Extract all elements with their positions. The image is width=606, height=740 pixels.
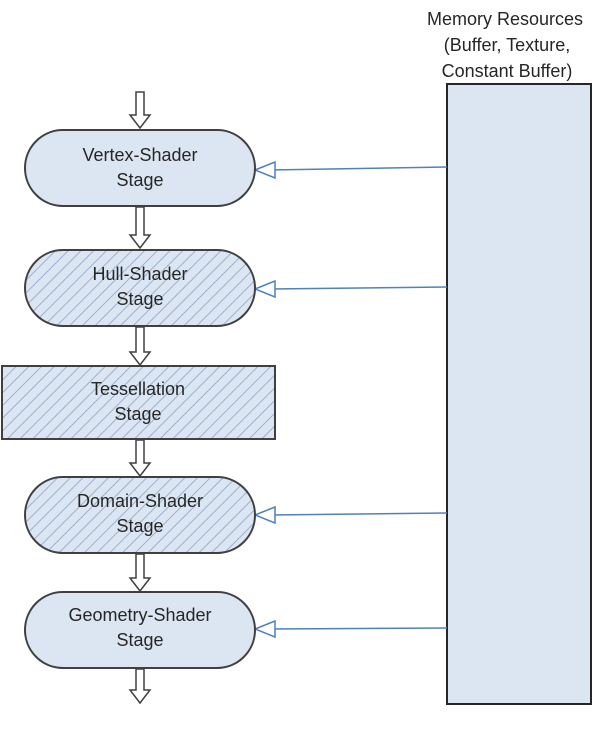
stage-vertex-shader: Vertex-Shader Stage <box>24 129 256 207</box>
connector-arrowhead-hull-shader <box>252 279 276 299</box>
stage-shape-vertex-shader <box>24 129 256 207</box>
connector-vertex-shader <box>269 166 448 171</box>
stage-label-vertex-shader-line-2: Stage <box>116 170 163 190</box>
flow-arrow-3 <box>128 439 152 478</box>
memory-connectors <box>252 160 448 639</box>
connector-arrowhead-vertex-shader <box>252 160 276 180</box>
memory-label-line-1: Memory Resources <box>427 9 583 29</box>
memory-label-line-2: (Buffer, Texture, <box>444 35 570 55</box>
connector-arrowhead-geometry-shader <box>252 619 276 639</box>
connector-domain-shader <box>269 512 448 516</box>
connector-geometry-shader <box>269 627 448 630</box>
stage-label-tessellation-line-1: Tessellation <box>91 379 185 399</box>
connector-arrowhead-domain-shader <box>252 505 276 525</box>
stage-shape-geometry-shader <box>24 591 256 669</box>
stage-shape-domain-shader <box>24 476 256 554</box>
stage-label-hull-shader-line-1: Hull-Shader <box>92 264 187 284</box>
stage-label-domain-shader-line-1: Domain-Shader <box>77 491 203 511</box>
stage-hull-shader: Hull-Shader Stage <box>24 249 256 327</box>
flow-arrow-in <box>128 91 152 130</box>
stage-label-tessellation-line-2: Stage <box>114 404 161 424</box>
stage-label-geometry-shader-line-2: Stage <box>116 630 163 650</box>
stage-domain-shader: Domain-Shader Stage <box>24 476 256 554</box>
memory-resources: Memory Resources (Buffer, Texture, Const… <box>427 9 592 705</box>
stage-geometry-shader: Geometry-Shader Stage <box>24 591 256 669</box>
memory-resources-block <box>446 83 592 705</box>
flow-arrow-out <box>128 668 152 705</box>
flow-arrow-1 <box>128 206 152 250</box>
flow-arrow-4 <box>128 553 152 593</box>
stage-tessellation: Tessellation Stage <box>1 365 276 440</box>
flow-arrow-2 <box>128 326 152 367</box>
stage-shape-hull-shader <box>24 249 256 327</box>
stage-label-geometry-shader-line-1: Geometry-Shader <box>68 605 211 625</box>
memory-label-line-3: Constant Buffer) <box>442 61 573 81</box>
stage-label-hull-shader-line-2: Stage <box>116 289 163 309</box>
connector-hull-shader <box>269 286 448 290</box>
stage-label-domain-shader-line-2: Stage <box>116 516 163 536</box>
stage-shape-tessellation <box>1 365 276 440</box>
stage-label-vertex-shader-line-1: Vertex-Shader <box>82 145 197 165</box>
flow-arrows <box>128 91 152 705</box>
